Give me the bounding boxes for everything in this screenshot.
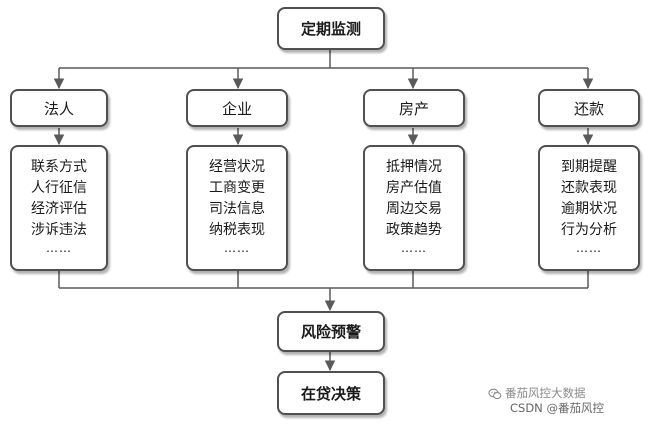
detail-item: 房产估值 (386, 180, 442, 196)
detail-item: 抵押情况 (386, 159, 442, 175)
detail-item: 司法信息 (209, 201, 265, 217)
detail-box-enterprise: 经营状况 工商变更 司法信息 纳税表现 …… (186, 145, 288, 271)
category-box-enterprise: 企业 (186, 89, 288, 127)
detail-item: 到期提醒 (561, 159, 617, 175)
detail-item: 周边交易 (386, 201, 442, 217)
category-label: 还款 (573, 99, 604, 118)
detail-item: 经营状况 (209, 159, 265, 175)
detail-item: 逾期状况 (561, 201, 617, 217)
wechat-icon (488, 388, 502, 399)
watermark-line2: CSDN @番茄风控 (510, 401, 604, 415)
category-box-property: 房产 (363, 89, 465, 127)
detail-item: 工商变更 (209, 180, 265, 196)
risk-warning-label: 风险预警 (300, 323, 361, 341)
decision-box: 在贷决策 (277, 371, 385, 415)
detail-item: 涉诉违法 (31, 222, 87, 238)
top-node-label: 定期监测 (300, 20, 361, 38)
decision-label: 在贷决策 (300, 384, 361, 403)
detail-box-property: 抵押情况 房产估值 周边交易 政策趋势 …… (363, 145, 465, 271)
category-box-legal-person: 法人 (10, 89, 108, 127)
category-box-repayment: 还款 (538, 89, 640, 127)
detail-item: 行为分析 (561, 222, 617, 238)
detail-ellipsis: …… (46, 241, 72, 255)
detail-item: 联系方式 (31, 159, 87, 175)
detail-ellipsis: …… (576, 241, 602, 255)
detail-ellipsis: …… (401, 241, 427, 255)
category-label: 企业 (221, 99, 252, 118)
detail-box-legal-person: 联系方式 人行征信 经济评估 涉诉违法 …… (10, 145, 108, 271)
detail-item: 经济评估 (31, 201, 87, 217)
detail-item: 政策趋势 (386, 222, 442, 238)
watermark-line1: 番茄风控大数据 (505, 386, 586, 400)
risk-warning-box: 风险预警 (277, 311, 385, 352)
detail-item: 人行征信 (31, 180, 87, 196)
category-label: 房产 (398, 99, 429, 118)
detail-item: 纳税表现 (209, 222, 265, 238)
detail-item: 还款表现 (561, 180, 617, 196)
detail-ellipsis: …… (224, 241, 250, 255)
watermark: 番茄风控大数据 CSDN @番茄风控 (488, 386, 648, 416)
top-node-box: 定期监测 (277, 7, 385, 50)
category-label: 法人 (43, 99, 74, 118)
detail-box-repayment: 到期提醒 还款表现 逾期状况 行为分析 …… (538, 145, 640, 271)
